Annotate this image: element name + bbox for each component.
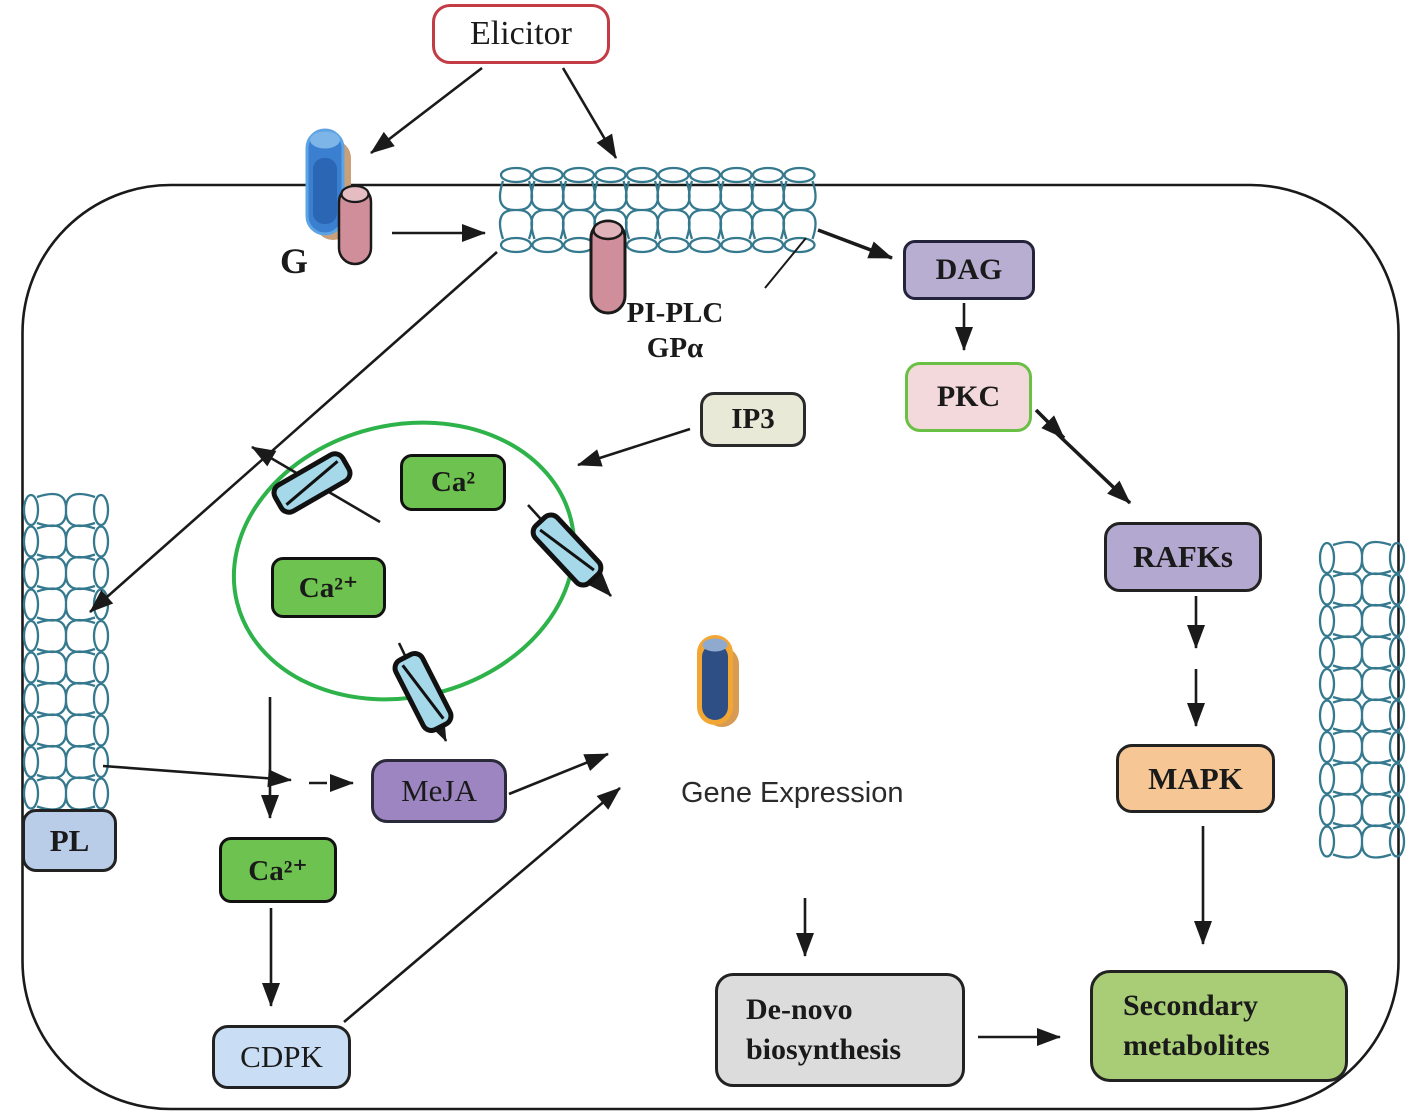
- pi-plc-label: PI-PLC GPα: [595, 296, 755, 366]
- pi-plc-cylinder: [589, 219, 627, 315]
- secondary-text: Secondary metabolites: [1123, 986, 1270, 1067]
- receptor-top-cap: [310, 131, 340, 149]
- pi-plc-line: PI-PLC: [626, 297, 724, 329]
- node-ca-store-a: Ca²: [400, 454, 506, 511]
- node-mapk: MAPK: [1116, 744, 1275, 813]
- node-dag: DAG: [903, 240, 1035, 300]
- rafks-label: RAFKs: [1133, 539, 1233, 574]
- arrow-elicitor-to-membrane: [561, 67, 618, 159]
- de-novo-line1: De-novo: [746, 992, 853, 1026]
- node-pl: PL: [22, 809, 117, 872]
- mapk-label: MAPK: [1148, 760, 1243, 796]
- elicitor-label: Elicitor: [470, 15, 572, 52]
- receptor-core: [313, 158, 337, 224]
- leader-line-membrane: [764, 237, 807, 289]
- gene-expression-label: Gene Expression: [681, 777, 904, 809]
- arrow-pkc-to-rafks-1: [1034, 408, 1066, 440]
- arrow-layer: [102, 66, 1212, 1046]
- arrow-membrane-to-meja-solid: [102, 764, 292, 788]
- g-protein-label: G: [280, 241, 309, 281]
- ca-store-b-label: Ca²⁺: [298, 572, 359, 604]
- pkc-label: PKC: [936, 380, 1001, 413]
- ca-cytosolic-label: Ca²⁺: [248, 854, 308, 887]
- ca-channel-2: [530, 512, 604, 588]
- gene-cylinder-icon: [697, 635, 739, 727]
- node-rafks: RAFKs: [1104, 522, 1262, 592]
- de-novo-text: De-novo biosynthesis: [746, 990, 901, 1071]
- dag-label: DAG: [935, 253, 1003, 286]
- arrow-meja-to-geneexpression: [508, 752, 609, 796]
- node-ca-store-b: Ca²⁺: [271, 557, 386, 618]
- pl-label: PL: [49, 822, 90, 858]
- receptor-pink-cap: [340, 184, 370, 204]
- ip3-label: IP3: [731, 403, 775, 435]
- node-elicitor: Elicitor: [432, 4, 610, 64]
- node-ca-cytosolic: Ca²⁺: [219, 837, 337, 903]
- arrow-elicitor-to-receptor: [370, 66, 483, 155]
- top-membrane-bilayer: [498, 166, 817, 254]
- node-cdpk: CDPK: [212, 1025, 351, 1089]
- node-pkc: PKC: [905, 362, 1032, 432]
- ca-channel-3: [392, 651, 454, 733]
- node-meja: MeJA: [371, 759, 507, 823]
- arrow-ip3-to-store: [577, 427, 691, 467]
- node-de-novo-biosynthesis: De-novo biosynthesis: [715, 973, 965, 1087]
- receptor-g-protein: [305, 128, 373, 266]
- cell-membrane-outline: [21, 183, 1400, 1111]
- arrow-membrane-to-left-membrane: [89, 251, 498, 613]
- cdpk-label: CDPK: [240, 1039, 323, 1074]
- arrow-cdpk-to-geneexpression: [343, 787, 621, 1023]
- right-membrane-bilayer: [1318, 540, 1406, 859]
- ca-channel-1: [271, 451, 353, 515]
- arrow-pkc-to-rafks-2: [1048, 425, 1132, 505]
- ca-store-a-label: Ca²: [430, 466, 476, 498]
- node-secondary-metabolites: Secondary metabolites: [1090, 970, 1348, 1082]
- secondary-line2: metabolites: [1123, 1029, 1270, 1062]
- secondary-line1: Secondary: [1123, 988, 1258, 1022]
- gp-alpha-line: GPα: [646, 332, 704, 364]
- de-novo-line2: biosynthesis: [746, 1033, 902, 1066]
- arrow-membrane-to-dag: [817, 228, 893, 260]
- meja-label: MeJA: [401, 773, 477, 808]
- node-ip3: IP3: [700, 392, 806, 447]
- left-membrane-bilayer: [22, 492, 110, 811]
